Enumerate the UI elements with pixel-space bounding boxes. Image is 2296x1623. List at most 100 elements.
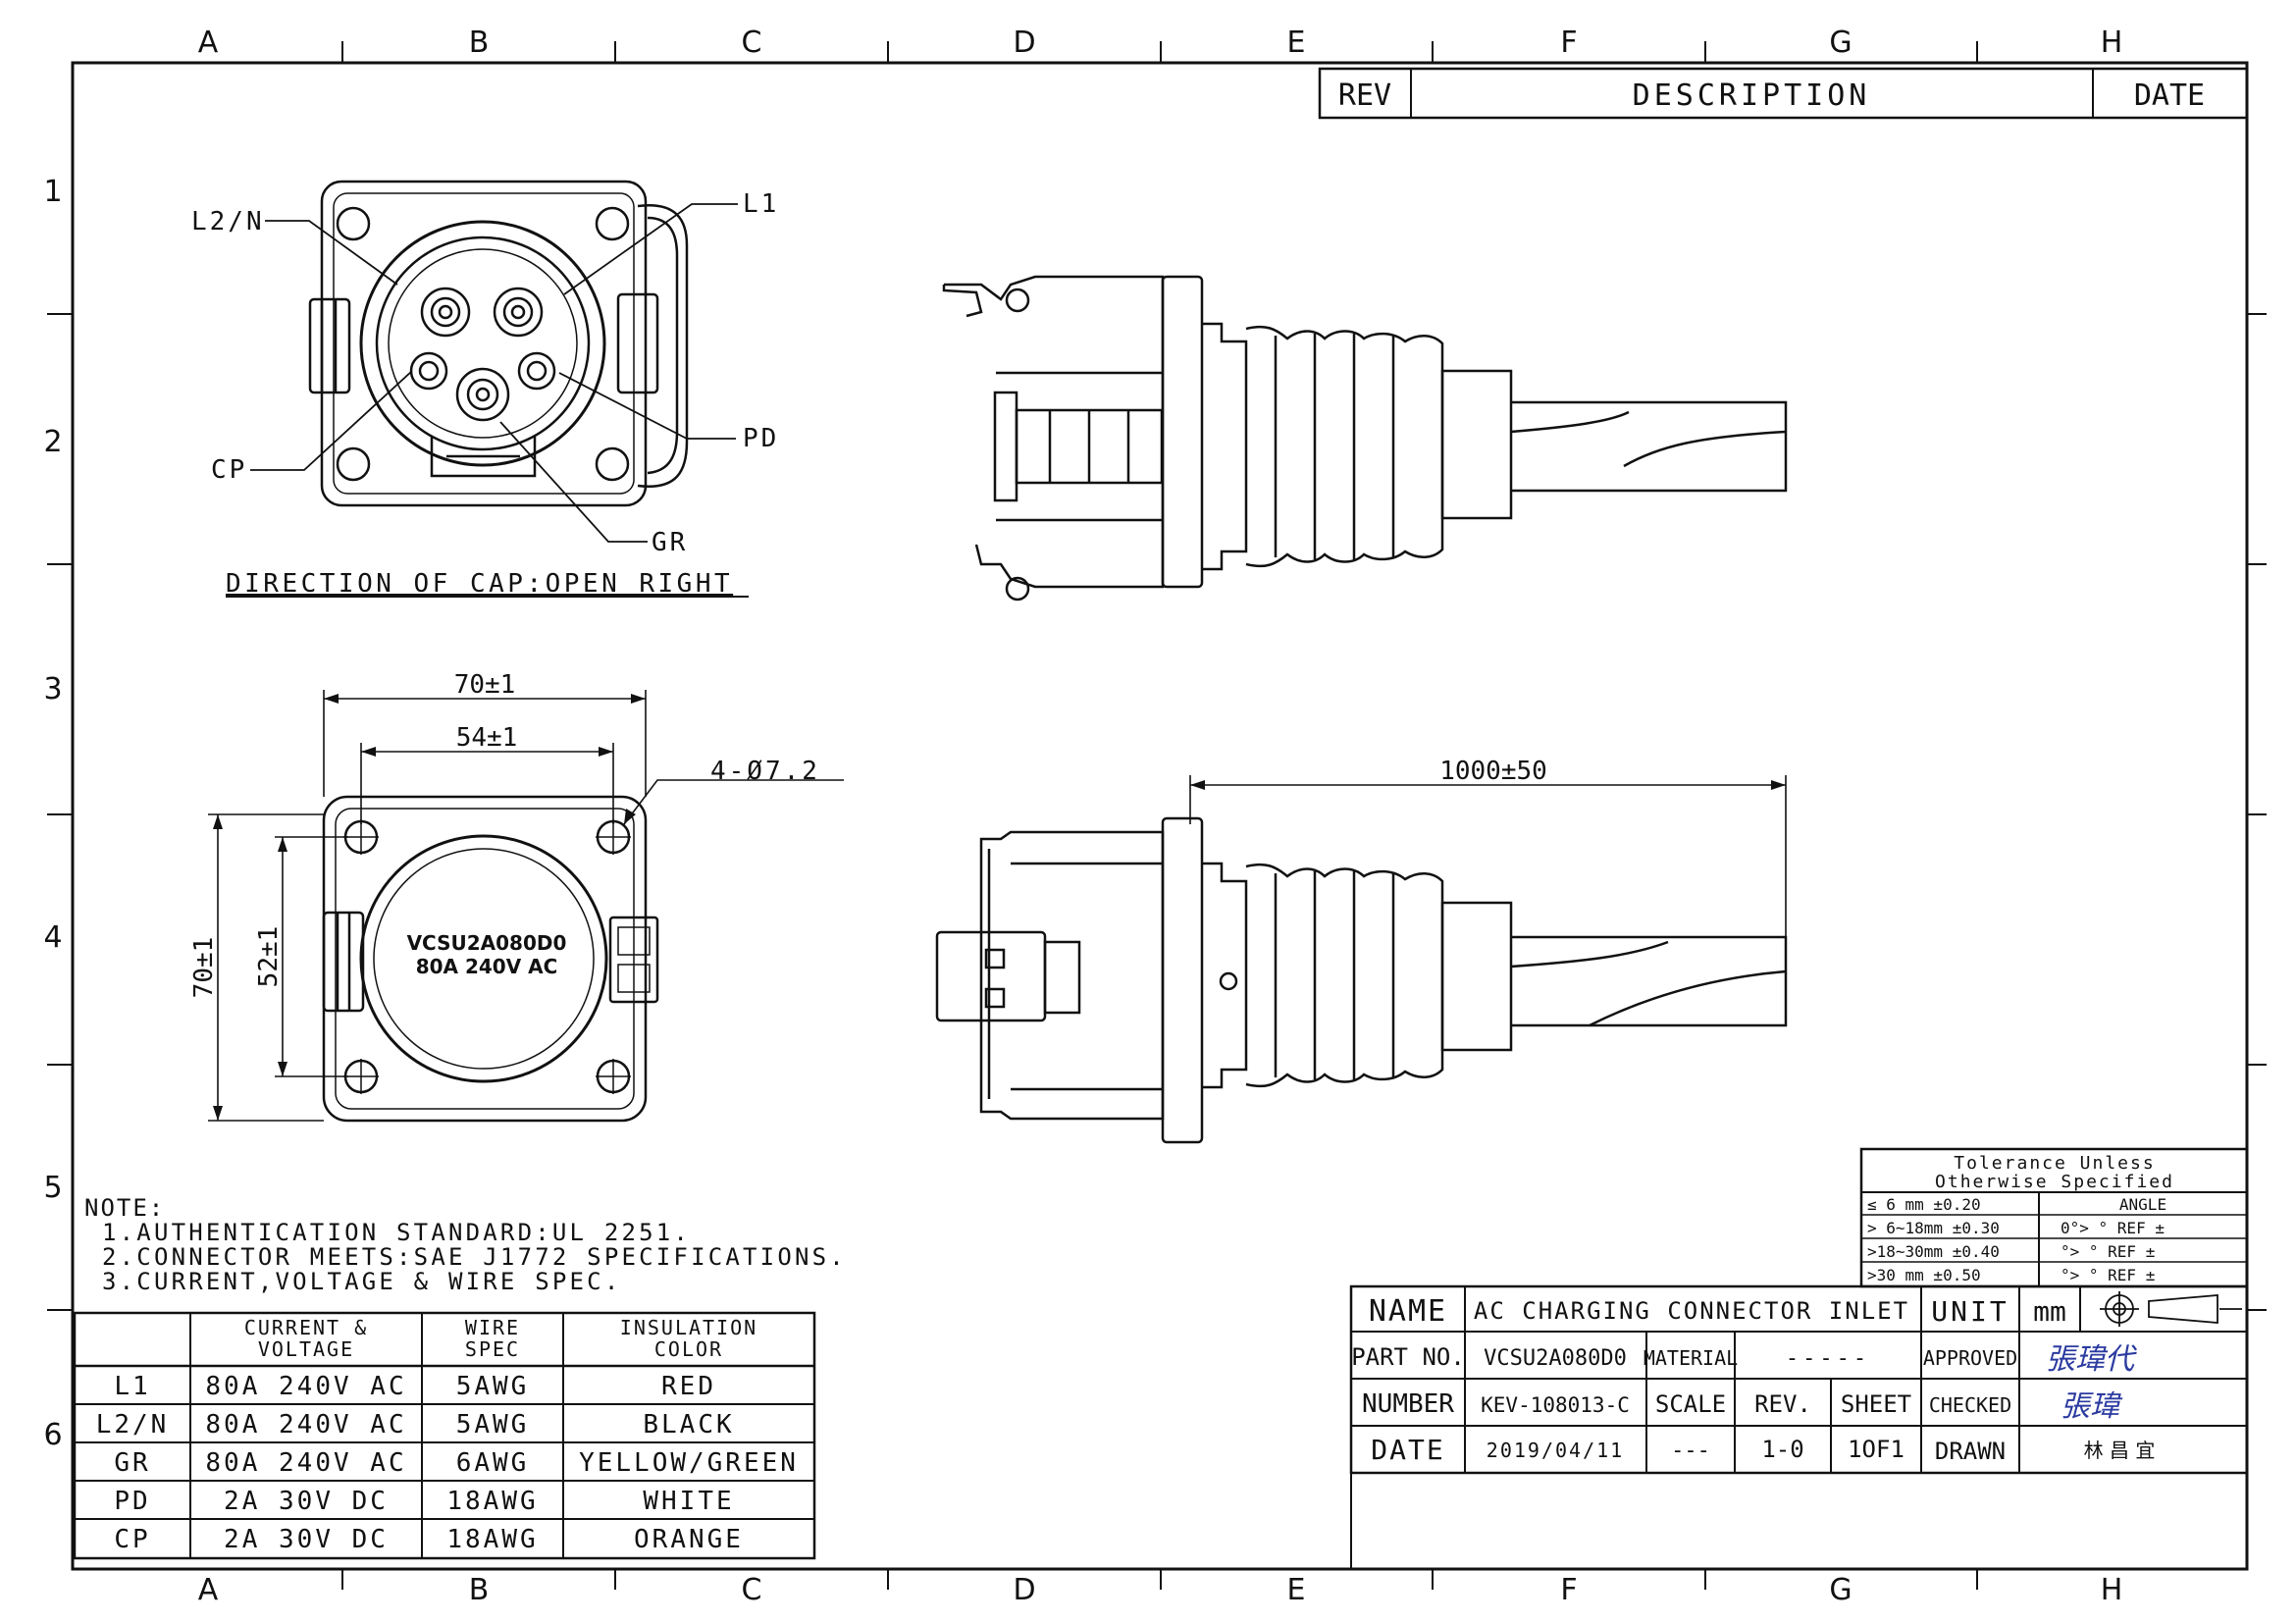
cell-current-voltage: 2A 30V DC <box>224 1487 389 1516</box>
checked-label: CHECKED <box>1929 1393 2011 1417</box>
description-header: DESCRIPTION <box>1633 79 1871 113</box>
dim-cable-length: 1000±50 <box>1439 757 1547 786</box>
column-label: H <box>2101 26 2123 60</box>
column-label: C <box>742 1573 762 1607</box>
label-l2n: L2/N <box>191 207 265 236</box>
column-label: B <box>469 1573 490 1607</box>
header-insulation: INSULATION <box>620 1316 757 1339</box>
checked-signature: 張瑋 <box>2061 1389 2123 1424</box>
scale-label: SCALE <box>1655 1390 1726 1418</box>
row-label: 1 <box>43 175 62 209</box>
drawn-label: DRAWN <box>1935 1438 2006 1465</box>
label-l1: L1 <box>743 189 779 219</box>
cell-current-voltage: 80A 240V AC <box>205 1448 406 1478</box>
drawn-value: 林 昌 宜 <box>2084 1439 2156 1462</box>
label-gr: GR <box>652 528 688 557</box>
angle-header: ANGLE <box>2119 1195 2166 1214</box>
tolerance-title-2: Otherwise Specified <box>1935 1172 2174 1192</box>
header-voltage: VOLTAGE <box>258 1337 354 1361</box>
material-value: ----- <box>1786 1346 1870 1371</box>
row-label: 4 <box>43 920 62 955</box>
drawing-border <box>47 41 2267 1590</box>
cell-wire-spec: 18AWG <box>446 1487 538 1516</box>
cell-pin: PD <box>114 1487 150 1516</box>
cell-wire-spec: 18AWG <box>446 1525 538 1554</box>
name-value: AC CHARGING CONNECTOR INLET <box>1474 1297 1909 1325</box>
title-block: NAME AC CHARGING CONNECTOR INLET UNIT mm… <box>1349 1284 2249 1570</box>
projection-symbol-icon <box>2100 1291 2242 1327</box>
cell-wire-spec: 5AWG <box>456 1410 530 1440</box>
note-item: 1.AUTHENTICATION STANDARD:UL 2251. <box>102 1219 691 1246</box>
side-view-top <box>942 275 1788 602</box>
wire-spec-table: CURRENT & VOLTAGE WIRE SPEC INSULATION C… <box>73 1311 816 1560</box>
column-label: G <box>1829 26 1852 60</box>
cell-pin: GR <box>114 1448 150 1478</box>
sheet-label: SHEET <box>1841 1390 1911 1418</box>
cell-pin: L1 <box>114 1372 150 1401</box>
cell-wire-spec: 6AWG <box>456 1448 530 1478</box>
cell-insulation-color: YELLOW/GREEN <box>579 1448 799 1478</box>
unit-label: UNIT <box>1931 1295 2009 1328</box>
rev-label: REV. <box>1754 1390 1811 1418</box>
number-label: NUMBER <box>1362 1389 1454 1419</box>
column-label: F <box>1560 26 1577 60</box>
column-label: A <box>198 1573 219 1607</box>
tolerance-range: > 6~18mm ±0.30 <box>1867 1219 2000 1237</box>
header-current: CURRENT & <box>244 1316 368 1339</box>
tolerance-angle: 0°> ° REF ± <box>2061 1219 2165 1237</box>
tolerance-angle: °> ° REF ± <box>2061 1242 2155 1261</box>
sheet-value: 1OF1 <box>1848 1436 1905 1463</box>
column-label: B <box>469 26 490 60</box>
rev-value: 1-0 <box>1761 1436 1803 1463</box>
note-item: 3.CURRENT,VOLTAGE & WIRE SPEC. <box>102 1268 621 1295</box>
tolerance-title-1: Tolerance Unless <box>1954 1153 2155 1174</box>
cell-insulation-color: RED <box>661 1372 716 1401</box>
cell-current-voltage: 80A 240V AC <box>205 1372 406 1401</box>
cell-wire-spec: 5AWG <box>456 1372 530 1401</box>
scale-value: --- <box>1671 1439 1710 1463</box>
cell-pin: CP <box>114 1525 150 1554</box>
column-label: G <box>1829 1573 1852 1607</box>
column-label: A <box>198 26 219 60</box>
column-label: F <box>1560 1573 1577 1607</box>
unit-value: mm <box>2033 1295 2066 1328</box>
wire-table-rows: L1 80A 240V AC 5AWG RED L2/N 80A 240V AC 5AWG B… <box>96 1372 799 1554</box>
row-labels: 1 2 3 4 5 6 <box>43 175 62 1452</box>
column-label: D <box>1013 26 1035 60</box>
tolerance-rows: ≤ 6 mm ±0.20 > 6~18mm ±0.30 0°> ° REF ± >18… <box>1867 1195 2165 1284</box>
side-view-bottom: 1000±50 <box>935 757 1788 1144</box>
cell-insulation-color: WHITE <box>643 1487 734 1516</box>
column-label: E <box>1287 1573 1306 1607</box>
label-pd: PD <box>743 424 779 453</box>
tolerance-range: >18~30mm ±0.40 <box>1867 1242 2000 1261</box>
dimension-view: 70±1 54±1 4-Ø7.2 70±1 52±1 VCSU2A080D0 8… <box>189 670 844 1123</box>
row-label: 2 <box>43 425 62 459</box>
front-view: L2/N L1 CP PD GR DIRECTION OF CAP:OPEN R… <box>191 180 779 599</box>
column-labels-bottom: A B C D E F G H <box>198 1573 2123 1607</box>
dim-width-inner: 54±1 <box>456 723 518 753</box>
part-label: PART NO. <box>1351 1343 1465 1371</box>
product-marking-line2: 80A 240V AC <box>416 955 558 978</box>
header-color: COLOR <box>654 1337 723 1361</box>
cell-insulation-color: ORANGE <box>634 1525 744 1554</box>
tolerance-block: Tolerance Unless Otherwise Specified ANG… <box>1859 1147 2249 1288</box>
row-label: 6 <box>43 1418 62 1452</box>
tolerance-angle: °> ° REF ± <box>2061 1266 2155 1284</box>
header-wire: WIRE <box>465 1316 520 1339</box>
dim-height-inner: 52±1 <box>254 926 284 988</box>
notes-heading: NOTE: <box>84 1194 165 1222</box>
dim-width-outer: 70±1 <box>454 670 516 700</box>
column-label: E <box>1287 26 1306 60</box>
tolerance-range: ≤ 6 mm ±0.20 <box>1867 1195 1981 1214</box>
cell-insulation-color: BLACK <box>643 1410 734 1440</box>
cell-pin: L2/N <box>96 1410 170 1440</box>
note-item: 2.CONNECTOR MEETS:SAE J1772 SPECIFICATIO… <box>102 1243 847 1271</box>
part-value: VCSU2A080D0 <box>1484 1346 1627 1371</box>
revision-block: REV DESCRIPTION DATE <box>1318 67 2249 120</box>
tolerance-range: >30 mm ±0.50 <box>1867 1266 1981 1284</box>
date-label: DATE <box>1371 1434 1444 1466</box>
dim-mount-holes: 4-Ø7.2 <box>710 757 820 786</box>
cap-direction-caption: DIRECTION OF CAP:OPEN RIGHT <box>226 569 733 599</box>
name-label: NAME <box>1369 1294 1447 1329</box>
